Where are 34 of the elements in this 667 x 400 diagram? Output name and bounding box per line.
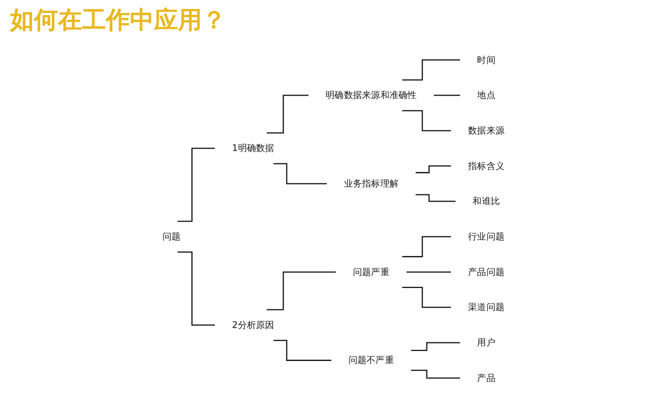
node-text: 和谁比 xyxy=(472,196,500,206)
connector xyxy=(266,94,308,134)
node-text: 时间 xyxy=(477,54,496,66)
connector xyxy=(178,148,215,222)
connector xyxy=(402,236,451,258)
connector xyxy=(402,59,460,80)
connector xyxy=(416,165,451,174)
connector xyxy=(434,94,460,96)
node-text: 问题不严重 xyxy=(348,354,394,366)
connector xyxy=(411,342,460,352)
connector xyxy=(266,271,336,310)
node-text: 2分析原因 xyxy=(232,319,274,330)
title: 如何在工作中应用？ xyxy=(10,5,226,36)
connector xyxy=(411,370,460,379)
connector xyxy=(416,194,456,202)
node-text: 业务指标理解 xyxy=(344,178,399,189)
node-text: 问题 xyxy=(162,230,181,242)
connector xyxy=(402,110,451,132)
connector xyxy=(406,271,451,273)
node-text: 问题严重 xyxy=(352,266,390,278)
connector xyxy=(274,340,332,361)
node-text: 指标含义 xyxy=(468,160,505,172)
connector xyxy=(274,163,327,184)
node-text: 产品 xyxy=(477,372,496,384)
node-text: 数据来源 xyxy=(468,124,505,136)
node-text: 行业问题 xyxy=(468,230,505,242)
connector xyxy=(402,286,451,308)
node-text: 地点 xyxy=(477,90,496,100)
node-text: 用户 xyxy=(477,337,496,348)
node-text: 1明确数据 xyxy=(232,142,274,154)
connector xyxy=(178,252,215,326)
node-text: 渠道问题 xyxy=(468,302,505,312)
node-text: 明确数据来源和准确性 xyxy=(326,90,417,100)
node-text: 产品问题 xyxy=(468,266,505,278)
